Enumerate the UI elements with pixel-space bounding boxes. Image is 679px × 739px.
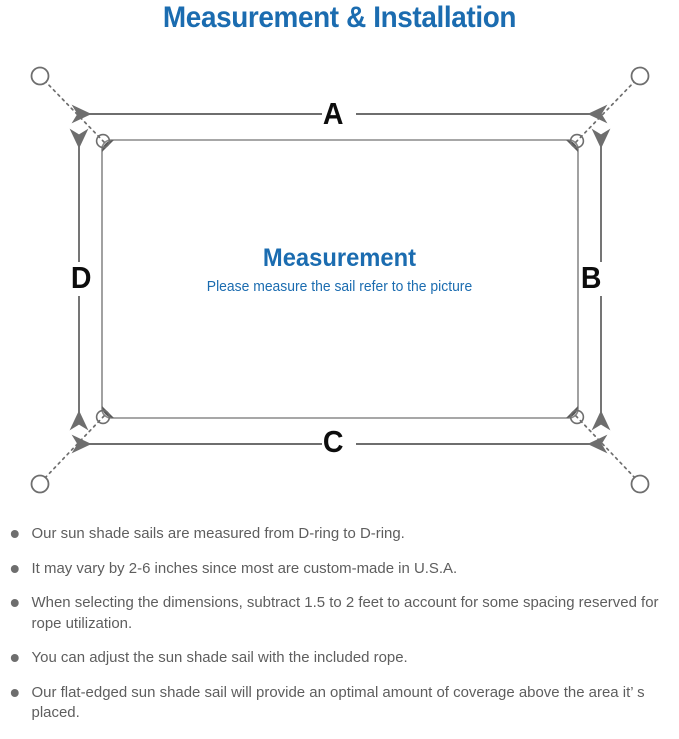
list-item: It may vary by 2-6 inches since most are… bbox=[0, 559, 669, 580]
list-item-text: When selecting the dimensions, subtract … bbox=[31, 594, 659, 632]
bullet-icon bbox=[10, 564, 19, 573]
d-ring-icon-top-left bbox=[95, 133, 114, 152]
sun-shade-sail-measurement-diagram bbox=[30, 66, 650, 494]
dimension-label-a: A bbox=[322, 96, 344, 131]
measurement-heading: Measurement bbox=[262, 244, 417, 272]
list-item-text: It may vary by 2-6 inches since most are… bbox=[31, 559, 458, 577]
rope-top-right bbox=[575, 79, 637, 143]
measurement-callout: Measurement Please measure the sail refe… bbox=[0, 243, 679, 297]
anchor-circle-icon-bottom-left bbox=[30, 474, 50, 494]
d-ring-icon-bottom-left bbox=[95, 406, 114, 425]
dimension-label-d: D bbox=[70, 260, 92, 295]
d-ring-icon-bottom-right bbox=[566, 406, 585, 425]
anchor-circle-icon-top-right bbox=[630, 66, 650, 86]
notes-list: Our sun shade sails are measured from D-… bbox=[0, 524, 679, 738]
rope-bottom-right bbox=[575, 415, 637, 480]
list-item: Our flat-edged sun shade sail will provi… bbox=[0, 683, 669, 724]
measurement-subtext: Please measure the sail refer to the pic… bbox=[206, 279, 473, 295]
d-ring-icon-top-right bbox=[566, 133, 585, 152]
list-item-text: Our flat-edged sun shade sail will provi… bbox=[31, 683, 645, 722]
bullet-icon bbox=[10, 599, 19, 607]
list-item: You can adjust the sun shade sail with t… bbox=[0, 648, 669, 669]
list-item: When selecting the dimensions, subtract … bbox=[0, 593, 669, 634]
rope-top-left bbox=[43, 79, 105, 143]
list-item: Our sun shade sails are measured from D-… bbox=[0, 524, 669, 545]
bullet-icon bbox=[10, 688, 19, 697]
bullet-icon bbox=[10, 530, 19, 538]
bullet-icon bbox=[10, 654, 19, 662]
list-item-text: You can adjust the sun shade sail with t… bbox=[31, 649, 408, 666]
anchor-circle-icon-bottom-right bbox=[630, 474, 650, 494]
sail-panel bbox=[101, 139, 579, 419]
dimension-label-c: C bbox=[322, 424, 344, 459]
dimension-label-b: B bbox=[580, 260, 602, 295]
rope-bottom-left bbox=[43, 415, 105, 480]
page-title: Measurement & Installation bbox=[162, 1, 517, 34]
list-item-text: Our sun shade sails are measured from D-… bbox=[31, 525, 405, 542]
anchor-circle-icon-top-left bbox=[30, 66, 50, 86]
